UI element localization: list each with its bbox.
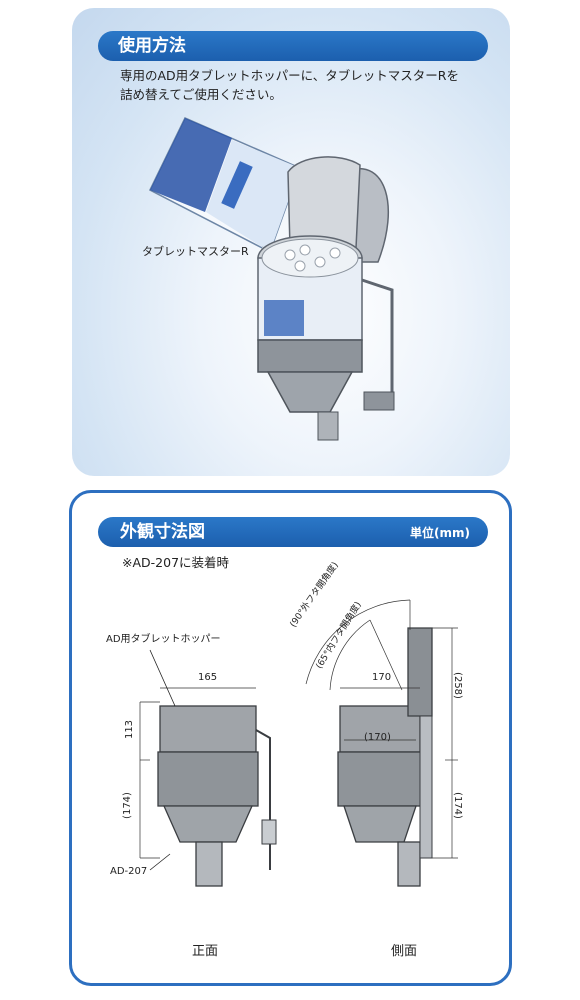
usage-instruction: 専用のAD用タブレットホッパーに、タブレットマスターRを 詰め替えてご使用くださ… bbox=[120, 66, 459, 104]
front-caption: 正面 bbox=[192, 944, 219, 959]
instruction-line-1: 専用のAD用タブレットホッパーに、タブレットマスターRを bbox=[120, 68, 459, 83]
side-width: 170 bbox=[372, 672, 392, 683]
mount-note: ※AD-207に装着時 bbox=[122, 555, 230, 570]
side-width-inner: (170) bbox=[364, 732, 391, 743]
hopper-label: AD用タブレットホッパー bbox=[106, 634, 221, 645]
side-height-bottom: (174) bbox=[451, 792, 463, 819]
dimensions-panel bbox=[69, 490, 512, 986]
dimensions-title: 外観寸法図 bbox=[120, 522, 205, 542]
usage-illustration bbox=[149, 117, 395, 441]
hopper-image bbox=[257, 156, 395, 441]
side-height-total: (258) bbox=[451, 672, 463, 699]
usage-header: 使用方法 bbox=[98, 31, 488, 61]
instruction-line-2: 詰め替えてご使用ください。 bbox=[120, 87, 282, 102]
device-label: AD-207 bbox=[110, 866, 148, 877]
tablet-master-label: タブレットマスターR bbox=[142, 245, 249, 258]
usage-title: 使用方法 bbox=[118, 36, 186, 56]
front-height-bottom: (174) bbox=[121, 792, 133, 819]
dimensions-header: 外観寸法図 単位(mm) bbox=[98, 517, 488, 547]
unit-label: 単位(mm) bbox=[410, 526, 470, 540]
front-height-top: 113 bbox=[124, 719, 136, 740]
side-caption: 側面 bbox=[391, 944, 418, 959]
front-width: 165 bbox=[198, 672, 218, 683]
